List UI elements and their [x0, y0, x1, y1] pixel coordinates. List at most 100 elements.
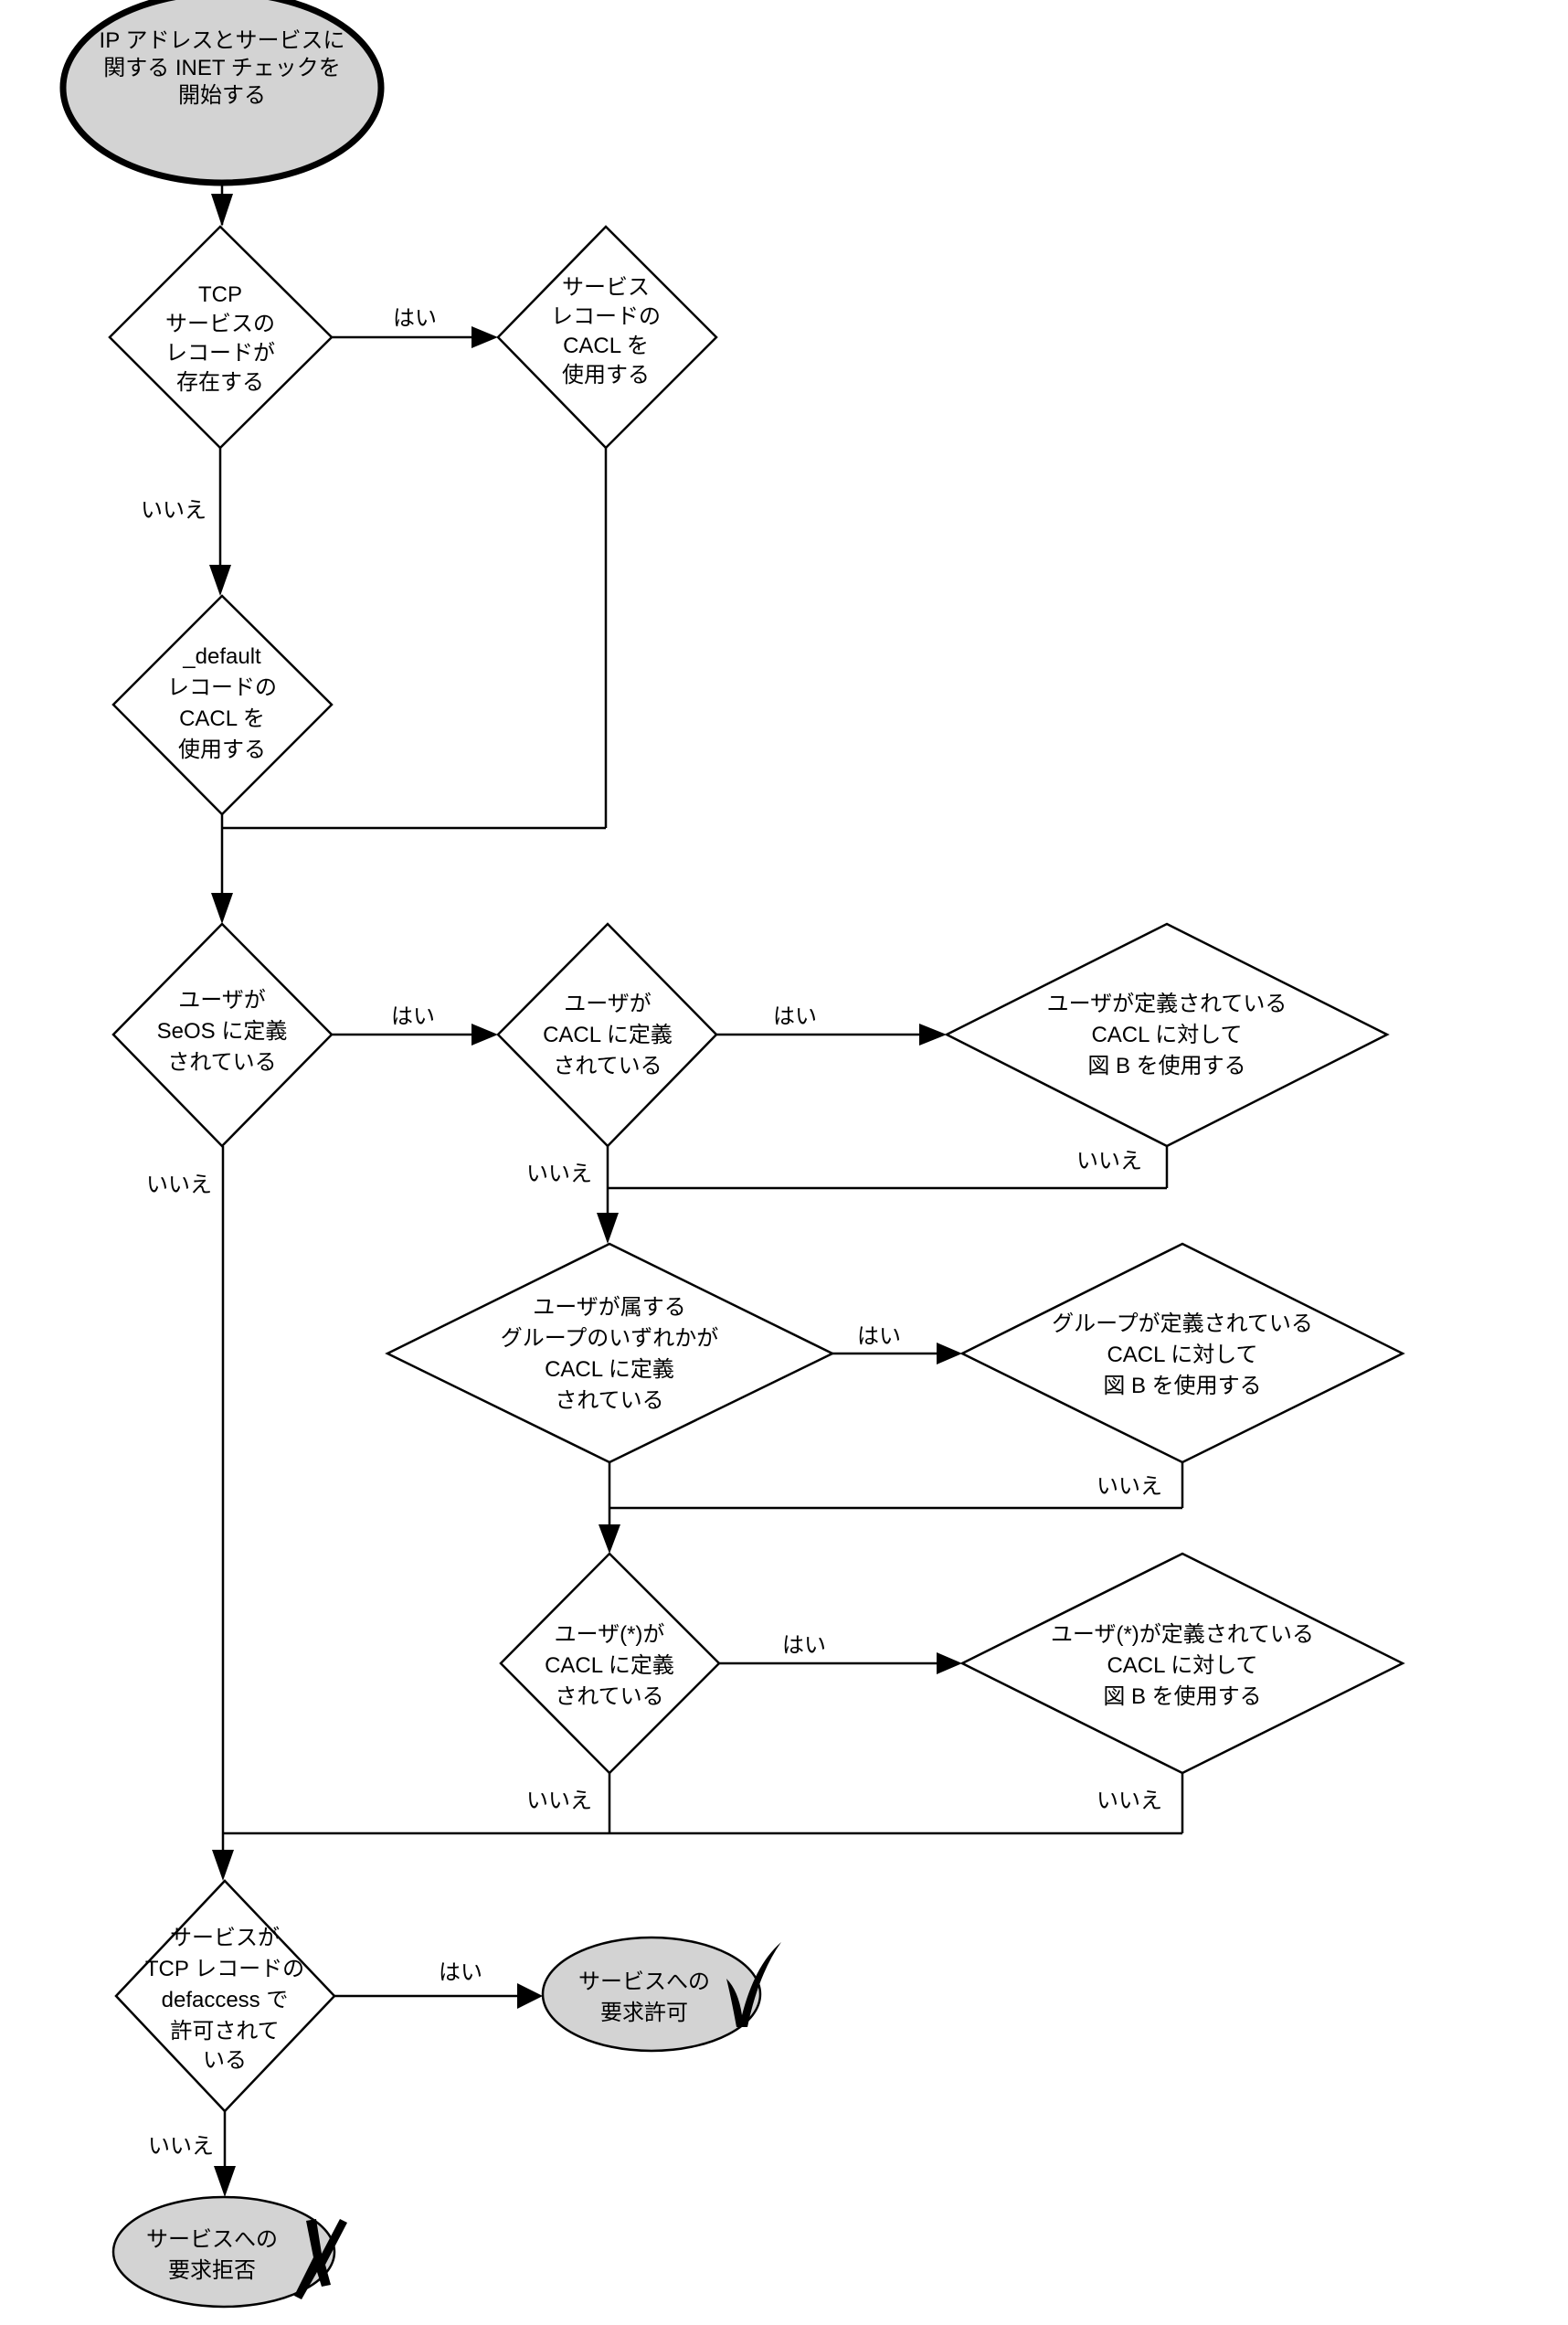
- node-text: 図 B を使用する: [1103, 1374, 1261, 1398]
- decision-diamond: [944, 922, 1390, 1148]
- node-text: _default: [182, 644, 261, 669]
- node-text: ユーザが: [178, 988, 266, 1013]
- node-text: CACL に対して: [1091, 1023, 1242, 1047]
- node-text: 要求許可: [600, 2001, 688, 2025]
- node-text: サービスが: [170, 1926, 280, 1950]
- node-text: されている: [167, 1050, 276, 1075]
- node-text: サービス: [562, 275, 650, 300]
- arrowhead-icon: [599, 1524, 620, 1554]
- decision-diamond: [111, 922, 334, 1148]
- edge-label-yes: はい: [439, 1960, 482, 1985]
- node-text: TCP: [198, 282, 242, 307]
- cross-icon: [294, 2219, 347, 2299]
- node-text: されている: [555, 1684, 663, 1709]
- node-use-service-record-cacl: サービス レコードの CACL を 使用する: [496, 225, 718, 450]
- node-text: CACL を: [179, 706, 265, 731]
- start-oval: [59, 0, 385, 186]
- node-use-default-record-cacl: _default レコードの CACL を 使用する: [111, 594, 334, 816]
- node-text: ユーザ(*)が定義されている: [1051, 1622, 1314, 1647]
- node-text: サービスへの: [146, 2227, 278, 2252]
- node-tcp-record-exists: TCP サービスの レコードが 存在する: [108, 225, 334, 450]
- node-text: レコードが: [165, 341, 275, 366]
- node-start: IP アドレスとサービスに 関する INET チェックを 開始する: [59, 0, 385, 186]
- arrowhead-icon: [212, 1850, 234, 1881]
- arrowhead-icon: [214, 2166, 236, 2197]
- edge-label-no: いいえ: [1097, 1789, 1162, 1813]
- terminal-oval: [111, 2195, 336, 2309]
- arrowhead-icon: [937, 1652, 962, 1674]
- edge-label-no: いいえ: [148, 2134, 214, 2159]
- node-text: 存在する: [176, 370, 264, 395]
- node-text: CACL に対して: [1107, 1343, 1257, 1367]
- decision-diamond: [499, 1552, 721, 1775]
- edge-label-yes: はい: [393, 306, 437, 331]
- node-text: 開始する: [178, 83, 266, 108]
- node-defaccess-allowed: サービスが TCP レコードの defaccess で 許可されて いる: [114, 1879, 336, 2113]
- node-text: ユーザが属する: [533, 1295, 686, 1320]
- edge-label-no: いいえ: [1097, 1474, 1162, 1499]
- edge-label-no: いいえ: [146, 1173, 212, 1197]
- node-text: グループが定義されている: [1052, 1311, 1313, 1336]
- edge-label-yes: はい: [391, 1004, 435, 1029]
- edge-label-yes: はい: [782, 1633, 826, 1658]
- node-user-in-cacl: ユーザが CACL に定義 されている: [496, 922, 718, 1148]
- node-text: TCP レコードの: [145, 1957, 304, 1981]
- node-group-in-cacl: ユーザが属する グループのいずれかが CACL に定義 されている: [385, 1242, 835, 1464]
- node-text: CACL に定義: [545, 1357, 674, 1382]
- node-text: CACL に定義: [545, 1653, 674, 1678]
- decision-diamond: [959, 1552, 1405, 1775]
- node-apply-fig-b-star: ユーザ(*)が定義されている CACL に対して 図 B を使用する: [959, 1552, 1405, 1775]
- node-text: SeOS に定義: [157, 1019, 288, 1044]
- decision-diamond: [496, 225, 718, 450]
- node-text: 使用する: [562, 363, 650, 388]
- node-text: ユーザが: [564, 992, 652, 1016]
- edge-label-no: いいえ: [526, 1162, 592, 1186]
- edge-label-yes: はい: [857, 1324, 901, 1349]
- node-text: 要求拒否: [168, 2258, 256, 2283]
- node-user-in-seos: ユーザが SeOS に定義 されている: [111, 922, 334, 1148]
- node-text: ユーザが定義されている: [1047, 992, 1287, 1016]
- arrowhead-icon: [209, 565, 231, 596]
- node-text: IP アドレスとサービスに: [100, 28, 345, 53]
- edge-label-yes: はい: [773, 1004, 817, 1029]
- edge-labels: はい いいえ はい はい いいえ いいえ いいえ はい いいえ はい いいえ い…: [141, 306, 1162, 2159]
- edge-label-no: いいえ: [526, 1789, 592, 1813]
- decision-diamond: [959, 1242, 1405, 1464]
- arrowhead-icon: [211, 893, 233, 924]
- arrowhead-icon: [211, 194, 233, 227]
- terminal-oval: [541, 1936, 762, 2053]
- arrowhead-icon: [597, 1213, 619, 1244]
- node-denied: サービスへの 要求拒否: [111, 2195, 347, 2309]
- node-text: サービスの: [165, 312, 275, 336]
- node-text: ユーザ(*)が: [555, 1622, 665, 1647]
- node-text: CACL に対して: [1107, 1653, 1257, 1678]
- node-text: サービスへの: [578, 1969, 710, 1994]
- node-text: 使用する: [178, 738, 266, 762]
- decision-diamond: [496, 922, 718, 1148]
- edge-label-no: いいえ: [141, 498, 207, 523]
- node-text: defaccess で: [162, 1988, 289, 2012]
- node-text: レコードの: [551, 304, 661, 329]
- node-text: 許可されて: [170, 2019, 279, 2044]
- decision-diamond: [108, 225, 334, 450]
- node-text: グループのいずれかが: [501, 1326, 719, 1351]
- node-text: されている: [555, 1388, 663, 1413]
- arrowhead-icon: [517, 1983, 543, 2009]
- node-text: CACL に定義: [543, 1023, 673, 1047]
- node-text: されている: [553, 1054, 662, 1078]
- node-text: 図 B を使用する: [1103, 1684, 1261, 1709]
- arrowhead-icon: [937, 1343, 962, 1364]
- node-apply-fig-b-user: ユーザが定義されている CACL に対して 図 B を使用する: [944, 922, 1390, 1148]
- node-apply-fig-b-group: グループが定義されている CACL に対して 図 B を使用する: [959, 1242, 1405, 1464]
- decision-diamond: [114, 1879, 336, 2113]
- node-text: 図 B を使用する: [1087, 1054, 1245, 1078]
- arrowhead-icon: [919, 1024, 947, 1046]
- connectors: [209, 183, 1184, 2197]
- node-star-user-in-cacl: ユーザ(*)が CACL に定義 されている: [499, 1552, 721, 1775]
- node-text: レコードの: [167, 675, 277, 700]
- decision-diamond: [385, 1242, 835, 1464]
- arrowhead-icon: [471, 1024, 498, 1046]
- arrowhead-icon: [471, 326, 498, 348]
- edge-label-no: いいえ: [1076, 1149, 1142, 1173]
